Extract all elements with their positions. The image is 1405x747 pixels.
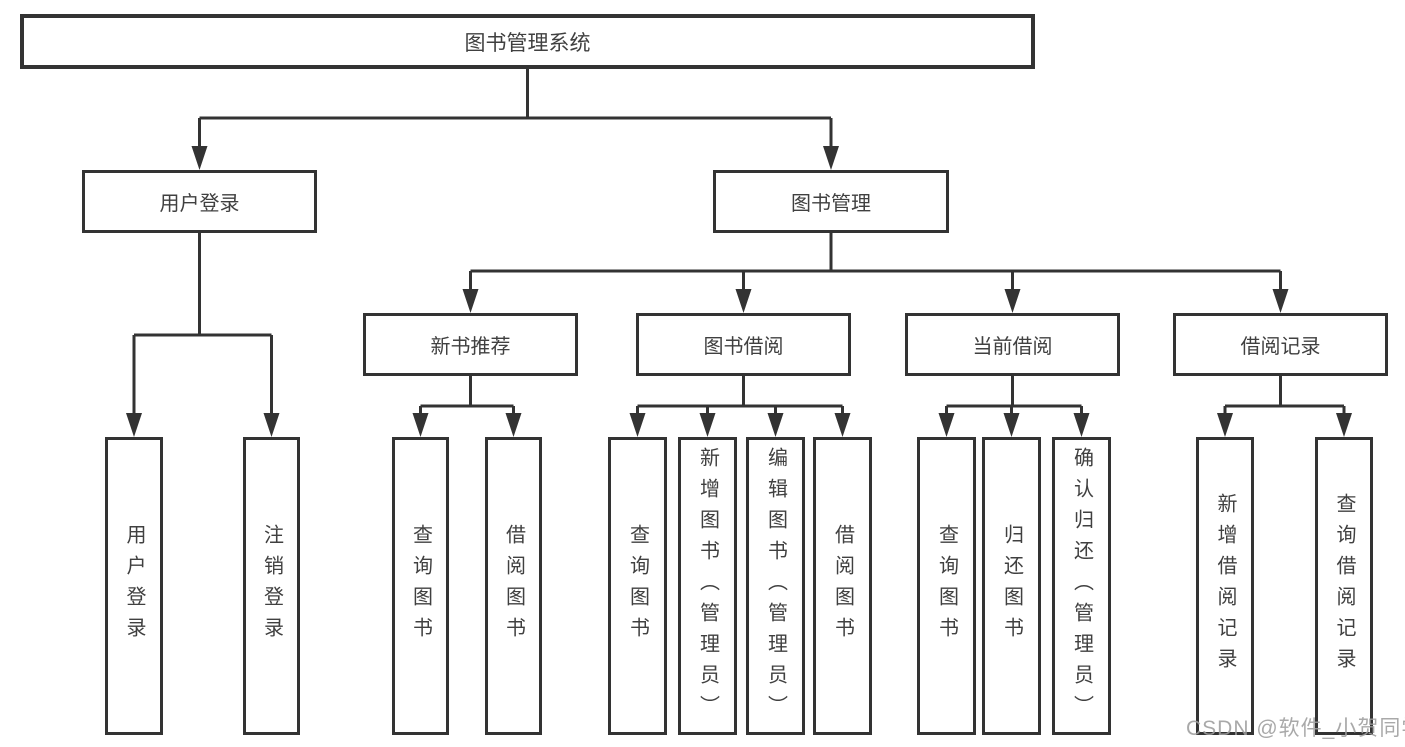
leaf-confirm-return-admin: 确认归还（管理员）	[1052, 437, 1111, 735]
arrowhead-down	[699, 413, 716, 437]
leaf-return-book-label: 归还图书	[1000, 524, 1023, 648]
leaf-edit-book-admin-label: 编辑图书（管理员）	[764, 446, 787, 726]
leaf-logout: 注销登录	[243, 437, 300, 735]
leaf-user-login-label: 用户登录	[123, 524, 145, 648]
node-book-borrow-label: 图书借阅	[703, 336, 784, 358]
node-book-borrow: 图书借阅	[636, 313, 851, 376]
node-borrow-records: 借阅记录	[1173, 313, 1388, 376]
arrowhead-down	[462, 289, 479, 313]
node-user-login: 用户登录	[82, 170, 317, 233]
connector-current-borrow	[945, 376, 1083, 419]
node-new-book-recommend-label: 新书推荐	[430, 336, 511, 358]
leaf-query-books-1: 查询图书	[392, 437, 449, 735]
leaf-query-books-3-label: 查询图书	[935, 524, 958, 648]
leaf-borrow-books-1-label: 借阅图书	[502, 524, 525, 648]
node-current-borrow-label: 当前借阅	[972, 336, 1053, 358]
node-book-management-label: 图书管理	[791, 193, 871, 215]
arrowhead-down	[412, 413, 429, 437]
connector-borrow-records	[1223, 376, 1346, 419]
leaf-add-borrow-record-label: 新增借阅记录	[1214, 493, 1236, 679]
leaf-add-borrow-record: 新增借阅记录	[1196, 437, 1254, 735]
arrowhead-down	[126, 413, 142, 437]
arrowhead-down	[191, 146, 208, 170]
leaf-query-books-3: 查询图书	[917, 437, 976, 735]
leaf-query-borrow-record: 查询借阅记录	[1315, 437, 1373, 735]
arrowhead-down	[1272, 289, 1289, 313]
leaf-confirm-return-admin-label: 确认归还（管理员）	[1070, 446, 1093, 726]
leaf-query-books-2: 查询图书	[608, 437, 667, 735]
watermark: CSDN @软件_小贺同学	[1186, 717, 1405, 740]
arrowhead-down	[735, 289, 752, 313]
connector-root	[198, 69, 833, 152]
leaf-borrow-books-1: 借阅图书	[485, 437, 542, 735]
leaf-query-borrow-record-label: 查询借阅记录	[1333, 493, 1355, 679]
arrowhead-down	[1004, 289, 1021, 313]
arrowhead-down	[263, 413, 280, 437]
node-current-borrow: 当前借阅	[905, 313, 1120, 376]
arrowhead-down	[505, 413, 522, 437]
leaf-query-books-2-label: 查询图书	[626, 524, 649, 648]
leaf-borrow-books-2: 借阅图书	[813, 437, 872, 735]
node-new-book-recommend: 新书推荐	[363, 313, 578, 376]
node-user-login-label: 用户登录	[159, 193, 240, 215]
node-book-management: 图书管理	[713, 170, 949, 233]
node-root: 图书管理系统	[20, 14, 1035, 69]
leaf-query-books-1-label: 查询图书	[409, 524, 432, 648]
arrowhead-down	[834, 413, 851, 437]
leaf-add-book-admin: 新增图书（管理员）	[678, 437, 737, 735]
connector-book-borrow	[636, 376, 844, 419]
arrowhead-down	[823, 146, 839, 170]
arrowhead-down	[1003, 413, 1020, 437]
arrowhead-down	[629, 413, 646, 437]
leaf-return-book: 归还图书	[982, 437, 1041, 735]
arrowhead-down	[767, 413, 784, 437]
leaf-borrow-books-2-label: 借阅图书	[831, 524, 854, 648]
connector-book-management	[469, 233, 1282, 295]
arrowhead-down	[1073, 413, 1090, 437]
leaf-user-login: 用户登录	[105, 437, 163, 735]
connector-user-login	[132, 233, 273, 419]
leaf-add-book-admin-label: 新增图书（管理员）	[696, 446, 719, 726]
arrowhead-down	[938, 413, 955, 437]
arrowhead-down	[1336, 413, 1352, 437]
node-borrow-records-label: 借阅记录	[1240, 336, 1321, 358]
node-root-label: 图书管理系统	[464, 31, 591, 55]
leaf-edit-book-admin: 编辑图书（管理员）	[746, 437, 805, 735]
arrowhead-down	[1217, 413, 1233, 437]
connector-new-book	[419, 376, 515, 419]
leaf-logout-label: 注销登录	[260, 524, 283, 648]
